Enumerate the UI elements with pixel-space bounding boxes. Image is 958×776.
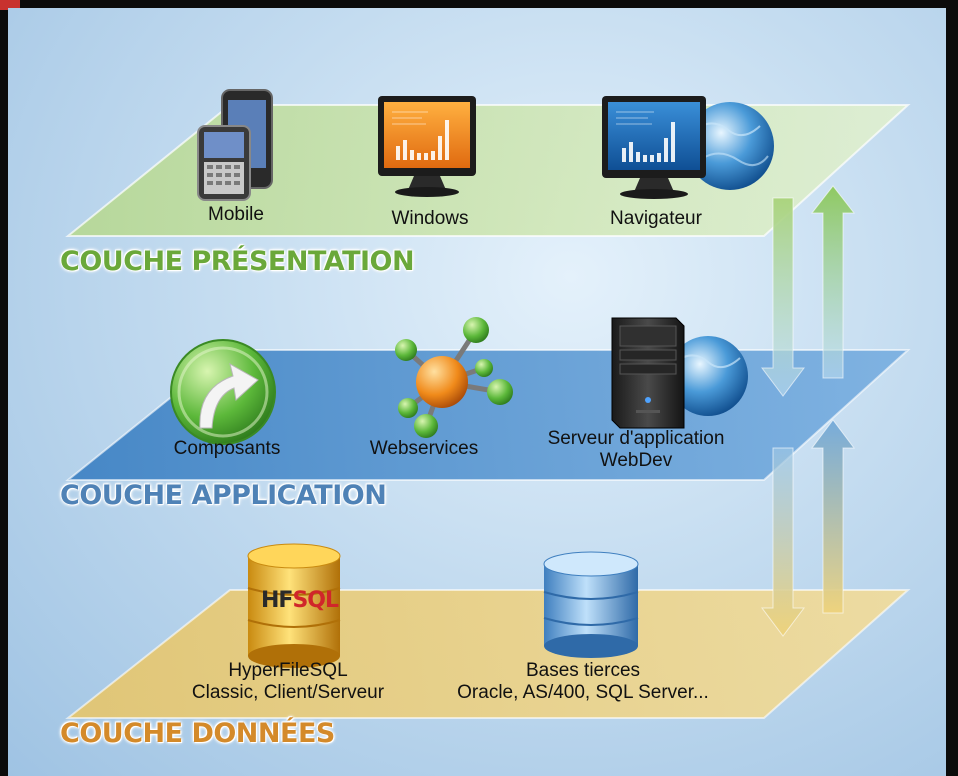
red-corner-accent (0, 0, 20, 10)
server-globe-icon (668, 336, 748, 416)
label-hyperfilesql: HyperFileSQL Classic, Client/Serveur (178, 660, 398, 704)
label-serveur-line2: WebDev (599, 450, 673, 471)
label-hfsql-line1: HyperFileSQL (228, 660, 348, 681)
title-couche-donnees: COUCHE DONNÉES (60, 718, 335, 749)
label-composants: Composants (173, 438, 281, 459)
arrow-down-application-to-data (761, 447, 805, 637)
arrow-up-data-to-application (811, 419, 855, 614)
components-icon (170, 339, 276, 445)
label-bases-line1: Bases tierces (525, 660, 641, 681)
arrow-up-application-to-presentation (810, 185, 856, 379)
diagram-graphics (65, 89, 911, 719)
mobile-phones-icon (197, 89, 273, 201)
label-navigateur: Navigateur (610, 208, 702, 229)
title-couche-presentation: COUCHE PRÉSENTATION (60, 246, 415, 277)
windows-monitor-icon (378, 96, 476, 197)
hfsql-logo-hf: HF (261, 588, 293, 613)
label-serveur-line1: Serveur d'application (547, 428, 725, 449)
arrow-down-presentation-to-application (761, 197, 805, 397)
hfsql-database-icon (247, 543, 341, 668)
label-hfsql-line2: Classic, Client/Serveur (191, 682, 385, 703)
label-serveur-application: Serveur d'application WebDev (540, 428, 732, 472)
label-bases-tierces: Bases tierces Oracle, AS/400, SQL Server… (438, 660, 728, 704)
label-mobile: Mobile (208, 204, 264, 225)
server-tower-icon (611, 317, 685, 429)
hfsql-logo-sql: SQL (292, 588, 339, 613)
label-webservices: Webservices (369, 438, 479, 459)
hfsql-logo: HFSQL (261, 588, 339, 613)
title-couche-application: COUCHE APPLICATION (60, 480, 387, 511)
label-windows: Windows (391, 208, 469, 229)
diagram-canvas: HFSQL Mobile Windows Navigateur COUCHE P… (8, 8, 946, 776)
third-party-database-icon (543, 551, 639, 658)
webservices-molecule-icon (395, 317, 513, 438)
browser-monitor-icon (602, 96, 706, 199)
label-bases-line2: Oracle, AS/400, SQL Server... (457, 682, 709, 703)
browser-globe-icon (686, 102, 774, 190)
